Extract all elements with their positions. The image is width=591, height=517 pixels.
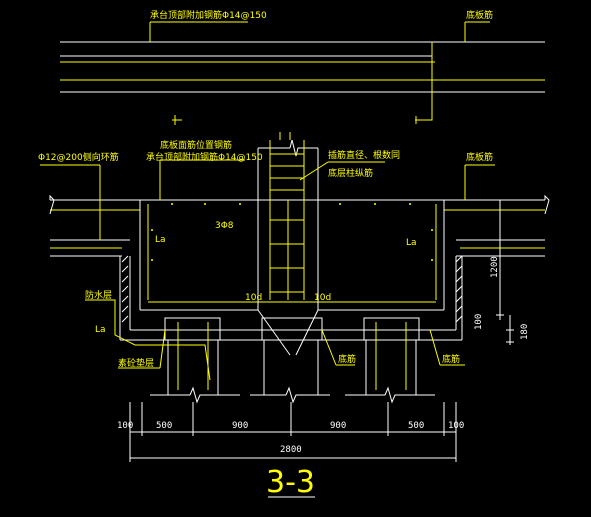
label-la-bottom: La xyxy=(95,325,106,335)
label-cushion: 素砼垫层 xyxy=(118,357,154,369)
label-bottom-bar-2: 底筋 xyxy=(442,353,460,365)
piles xyxy=(150,317,435,404)
label-top-slab-rebar: 承台顶部附加钢筋Φ14@150 xyxy=(150,9,267,21)
dim-total: 2800 xyxy=(280,445,302,455)
upper-slab xyxy=(60,41,545,125)
dim-100-left: 100 xyxy=(117,421,133,431)
bottom-slab xyxy=(49,194,550,257)
dim-500-left: 500 xyxy=(156,421,172,431)
dim-100-right: 100 xyxy=(448,421,464,431)
label-column-note: 插筋直径、根数同 xyxy=(328,149,400,161)
label-three-phi: 3Φ8 xyxy=(215,221,234,231)
dim-180: 180 xyxy=(520,324,530,340)
label-slab-rebar-top-right: 底板筋 xyxy=(466,9,493,21)
dim-500-right: 500 xyxy=(408,421,424,431)
section-title: 3-3 xyxy=(266,465,315,500)
dim-1200: 1200 xyxy=(490,256,500,278)
column-lower xyxy=(257,200,319,356)
label-slab-rebar-mid-right: 底板筋 xyxy=(466,151,493,163)
label-ring-rebar: Φ12@200侧向环筋 xyxy=(38,151,119,163)
dim-100-vertical: 100 xyxy=(474,314,484,330)
column-upper xyxy=(257,132,319,200)
label-bottom-bar: 底筋 xyxy=(338,353,356,365)
vertical-dims xyxy=(496,200,514,345)
label-la-right: La xyxy=(406,238,417,248)
dim-900-right: 900 xyxy=(330,421,346,431)
pile-cap xyxy=(119,200,463,341)
leaders xyxy=(40,21,495,381)
label-ten-d-right: 10d xyxy=(314,293,331,303)
dim-900-left: 900 xyxy=(232,421,248,431)
label-ten-d-left: 10d xyxy=(245,293,262,303)
label-la-left: La xyxy=(155,235,166,245)
horizontal-dims xyxy=(129,402,457,498)
label-waterproof: 防水层 xyxy=(85,289,112,301)
label-bottom-slab-bar-a: 底板面筋位置钢筋 xyxy=(160,139,232,151)
label-column-note2: 底层柱纵筋 xyxy=(328,167,373,179)
label-bottom-slab-bar-b: 承台顶部附加钢筋Φ14@150 xyxy=(146,151,263,163)
